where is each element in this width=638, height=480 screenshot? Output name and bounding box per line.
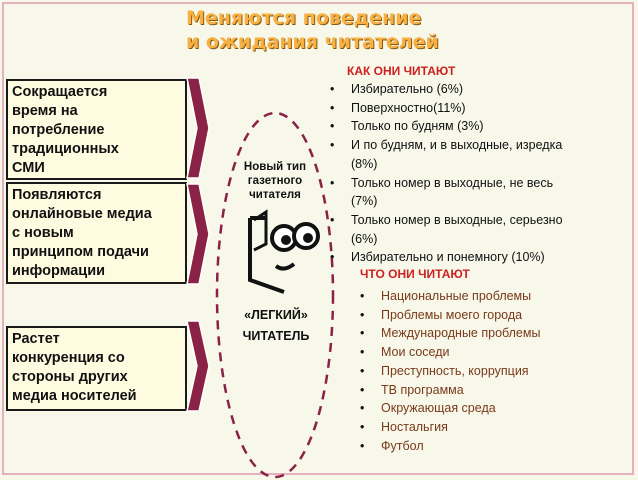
cause-line: СМИ: [12, 160, 45, 176]
list-item-text: Избирательно (6%): [351, 82, 463, 96]
reader-face-icon: [248, 209, 320, 294]
list-item: Преступность, коррупция: [356, 362, 540, 381]
list-item-text: (8%): [351, 156, 378, 171]
list-item-text: Только по будням (3%): [351, 119, 484, 134]
chevron-arrow-icon: [186, 320, 210, 412]
list-item: И по будням, и в выходные, изредка (8%): [326, 136, 563, 173]
cause-line: Растет: [12, 331, 60, 347]
list-item-text: Окружающая среда: [381, 401, 496, 416]
cause-line: стороны других: [12, 369, 128, 385]
cause-line: с новым: [12, 225, 74, 241]
cause-line: медиа носителей: [12, 388, 137, 404]
list-item: Только номер в выходные, серьезно (6%): [326, 211, 563, 248]
reader-type-label: Новый тип газетного читателя: [230, 160, 320, 202]
list-item-text: Только номер в выходные, серьезно: [351, 212, 563, 227]
list-item: ТВ программа: [356, 381, 540, 400]
slide-frame: [2, 2, 634, 475]
list-item-text: (6%): [351, 231, 378, 246]
cause-line: информации: [12, 263, 106, 279]
title-line-2: и ожидания читателей: [186, 31, 439, 53]
list-item: Избирательно (6%): [326, 80, 563, 99]
list-item-text: Проблемы моего города: [381, 307, 523, 322]
list-item-text: ТВ программа: [381, 382, 464, 397]
list-item: Мои соседи: [356, 343, 540, 362]
list-item: Футбол: [356, 437, 540, 456]
reader-label: ЧИТАТЕЛЬ: [242, 329, 310, 343]
list-item-text: Международные проблемы: [381, 326, 541, 341]
list-item: Окружающая среда: [356, 399, 540, 418]
list-item: Только номер в выходные, не весь (7%): [326, 174, 563, 211]
list-item-text: Поверхностно(11%): [351, 100, 466, 115]
cause-line: потребление: [12, 122, 105, 138]
list-item: Ностальгия: [356, 418, 540, 437]
reader-type-line: читателя: [249, 189, 301, 201]
cause-line: Появляются: [12, 187, 102, 203]
cause-box-competition: Растет конкуренция со стороны других мед…: [6, 326, 187, 411]
title-line-1: Меняются поведение: [186, 7, 422, 29]
how-they-read-list: Избирательно (6%) Поверхностно(11%) Толь…: [326, 80, 563, 267]
list-item: Международные проблемы: [356, 324, 540, 343]
cause-line: конкуренция со: [12, 350, 125, 366]
cause-box-time: Сокращается время на потребление традици…: [6, 79, 187, 180]
list-item-text: Ностальгия: [381, 419, 448, 434]
reader-type-line: газетного: [247, 175, 303, 187]
list-item: Проблемы моего города: [356, 306, 540, 325]
cause-line: принципом подачи: [12, 244, 149, 260]
list-item-text: И по будням, и в выходные, изредка: [351, 138, 563, 153]
list-item: Поверхностно(11%): [326, 99, 563, 118]
list-item-text: Футбол: [381, 438, 424, 453]
list-item-text: (7%): [351, 194, 378, 209]
list-item: Избирательно и понемногу (10%): [326, 248, 563, 267]
list-item-text: Национальные проблемы: [381, 289, 532, 303]
cause-line: время на: [12, 103, 78, 119]
what-they-read-heading: ЧТО ОНИ ЧИТАЮТ: [360, 267, 470, 281]
chevron-arrow-icon: [186, 77, 210, 179]
reader-ellipse: [215, 111, 335, 479]
slide-title: Меняются поведение и ожидания читателей: [186, 6, 486, 54]
list-item-text: Мои соседи: [381, 345, 450, 360]
cause-line: онлайновые медиа: [12, 206, 152, 222]
list-item: Только по будням (3%): [326, 117, 563, 136]
cause-box-online-media: Появляются онлайновые медиа с новым прин…: [6, 182, 187, 284]
what-they-read-list: Национальные проблемы Проблемы моего гор…: [356, 287, 540, 455]
list-item-text: Преступность, коррупция: [381, 363, 529, 378]
chevron-arrow-icon: [186, 183, 210, 285]
list-item-text: Только номер в выходные, не весь: [351, 175, 554, 190]
list-item: Национальные проблемы: [356, 287, 540, 306]
how-they-read-heading: КАК ОНИ ЧИТАЮТ: [347, 64, 456, 78]
cause-line: традиционных: [12, 141, 119, 157]
easy-label: «ЛЕГКИЙ»: [244, 308, 308, 322]
reader-type-line: Новый тип: [243, 161, 307, 173]
list-item-text: Избирательно и понемногу (10%): [351, 250, 545, 265]
cause-line: Сокращается: [12, 84, 108, 100]
